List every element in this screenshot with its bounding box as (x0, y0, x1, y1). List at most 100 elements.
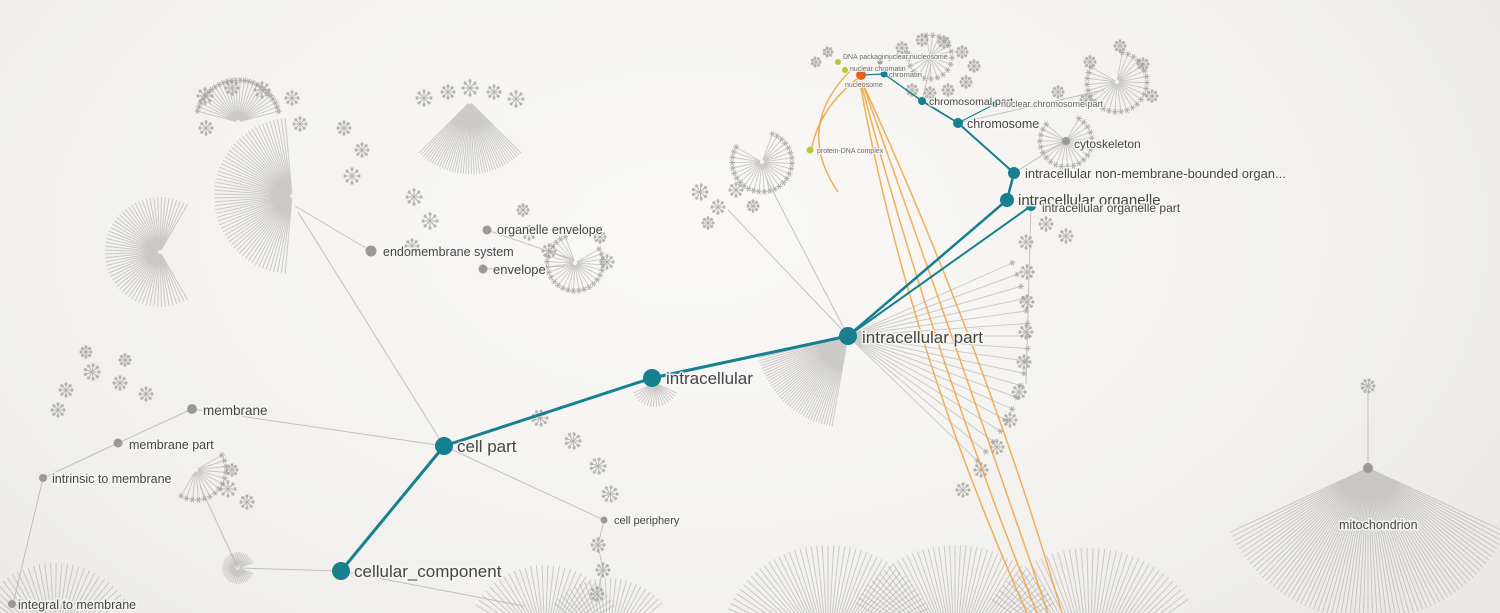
node-label-membrane-part: membrane part (129, 438, 214, 452)
mini-cluster-center (412, 195, 416, 199)
fan-cluster (104, 196, 188, 308)
mini-cluster-center (605, 260, 609, 264)
mini-node-cluster (239, 494, 255, 510)
graph-node-intracellular-organelle-part[interactable] (1026, 201, 1036, 211)
mini-node-cluster (219, 480, 237, 498)
graph-edge (957, 89, 1105, 124)
graph-edge (13, 477, 44, 601)
mini-node-cluster (421, 212, 439, 230)
node-label-cell-periphery: cell periphery (614, 515, 680, 527)
node-label-chromosome: chromosome (967, 117, 1039, 131)
mini-node-cluster (1011, 384, 1027, 400)
mini-cluster-center (226, 487, 230, 491)
mini-node-cluster (895, 41, 909, 55)
graph-node-nuclear-chromosome-part[interactable] (992, 101, 998, 107)
mini-cluster-center (1017, 390, 1021, 394)
node-label-intracellular-part: intracellular part (862, 328, 983, 347)
node-label-intracellular-nmb-organelle: intracellular non-membrane-bounded organ… (1025, 166, 1286, 181)
relation-link (861, 81, 1063, 613)
mini-cluster-center (203, 94, 207, 98)
mini-node-cluster (1079, 93, 1093, 107)
graph-node-intracellular-part[interactable] (839, 327, 857, 345)
highlighted-edge (443, 376, 653, 448)
graph-node-protein-dna-complex[interactable] (806, 146, 814, 154)
mini-node-cluster (595, 562, 611, 578)
mini-cluster-center (964, 80, 968, 84)
node-label-nuclear-chromatin: nuclear chromatin (850, 66, 906, 73)
node-label-envelope: envelope (493, 262, 546, 277)
graph-node-nucleosome[interactable] (856, 70, 866, 80)
graph-node-chromatin[interactable] (880, 70, 888, 78)
fan-tip-marks (1037, 115, 1095, 170)
graph-node-organelle-envelope[interactable] (482, 225, 492, 235)
graph-edge (921, 63, 932, 102)
graph-node-cytoskeleton[interactable] (1062, 137, 1070, 145)
fan-cluster (197, 80, 279, 122)
graph-edge (297, 211, 445, 447)
graph-node-nuclear-chromatin[interactable] (842, 67, 848, 73)
mini-node-cluster (810, 56, 822, 68)
graph-node-envelope[interactable] (478, 264, 488, 274)
mini-node-cluster (440, 84, 456, 100)
mini-cluster-center (571, 439, 575, 443)
graph-node-membrane[interactable] (187, 404, 197, 414)
mini-node-cluster (112, 375, 128, 391)
graph-node-endomembrane-system[interactable] (365, 245, 377, 257)
mini-cluster-center (716, 205, 720, 209)
mini-cluster-center (514, 97, 518, 101)
mini-cluster-center (1141, 62, 1145, 66)
mini-node-cluster (1018, 324, 1034, 340)
mini-cluster-center (1064, 234, 1068, 238)
graph-node-dna-packaging-complex[interactable] (835, 59, 841, 65)
mini-cluster-center (468, 86, 472, 90)
graph-node-intracellular-organelle[interactable] (1000, 193, 1014, 207)
graph-node-intracellular[interactable] (643, 369, 661, 387)
mini-node-cluster (461, 79, 479, 97)
relation-link (818, 67, 854, 193)
mini-node-cluster (404, 238, 420, 254)
mini-cluster-center (84, 350, 88, 354)
mini-cluster-center (910, 88, 914, 92)
fan-cluster (180, 454, 226, 500)
graph-node-cell-part[interactable] (435, 437, 453, 455)
mini-cluster-center (446, 90, 450, 94)
mini-node-cluster (486, 84, 502, 100)
graph-node-chromosomal-part[interactable] (918, 97, 926, 105)
mini-cluster-center (814, 60, 818, 64)
mini-cluster-center (961, 488, 965, 492)
mini-cluster-center (900, 46, 904, 50)
mini-cluster-center (608, 492, 612, 496)
mini-cluster-center (1366, 384, 1370, 388)
mini-cluster-center (492, 90, 496, 94)
graph-node-chromosome[interactable] (953, 118, 963, 128)
fan-cluster (213, 118, 293, 274)
mini-cluster-center (410, 244, 414, 248)
mini-cluster-center (538, 416, 542, 420)
mini-cluster-center (1024, 330, 1028, 334)
mini-node-cluster (292, 116, 308, 132)
graph-node-membrane-part[interactable] (113, 438, 123, 448)
mini-node-cluster (1051, 85, 1065, 99)
graph-node-cell-periphery[interactable] (600, 516, 608, 524)
graph-node-intracellular-nmb-organelle[interactable] (1008, 167, 1020, 179)
fan-cluster (554, 578, 662, 613)
graph-node-nuclear-nucleosome[interactable] (877, 59, 883, 65)
mini-cluster-center (751, 204, 755, 208)
fan-tip-marks (974, 259, 1031, 464)
mini-node-cluster (521, 225, 537, 241)
mini-cluster-center (118, 381, 122, 385)
graph-node-integral-to-membrane[interactable] (8, 600, 16, 608)
mini-node-cluster (589, 457, 607, 475)
mini-cluster-center (946, 88, 950, 92)
fan-cluster (418, 103, 522, 175)
mini-node-cluster (118, 353, 132, 367)
graph-node-cellular-component[interactable] (332, 562, 350, 580)
node-label-cell-part: cell part (457, 437, 517, 456)
mini-cluster-center (1044, 222, 1048, 226)
mini-cluster-center (1056, 90, 1060, 94)
graph-node-mitochondrion[interactable] (1363, 463, 1373, 473)
mini-node-cluster (1360, 378, 1376, 394)
graph-node-intrinsic-to-membrane[interactable] (39, 474, 47, 482)
mini-cluster-center (734, 188, 738, 192)
